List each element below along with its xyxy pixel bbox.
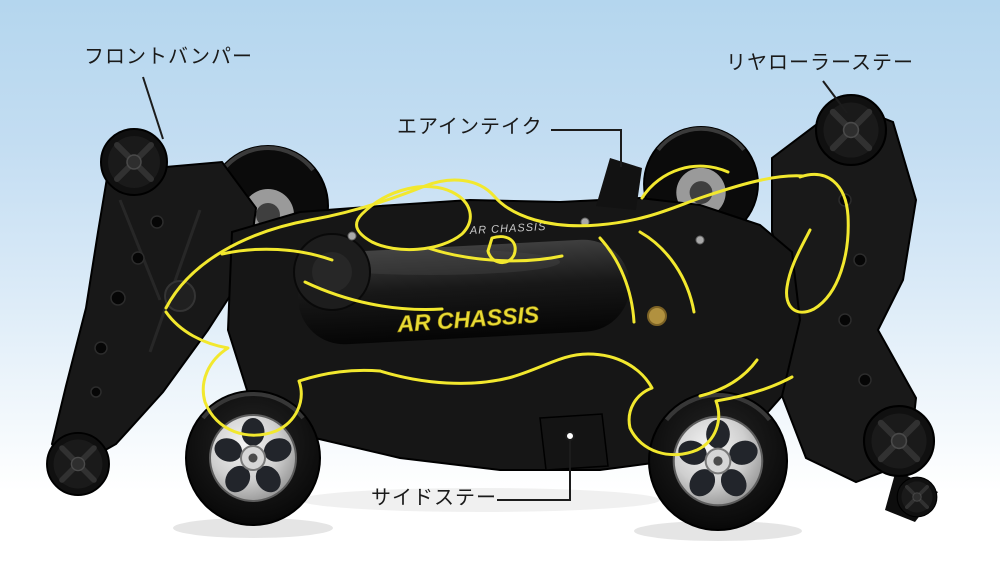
leader-lines bbox=[142, 76, 848, 501]
leader-side-stay-dot bbox=[565, 431, 575, 441]
rear-roller-stay-group bbox=[771, 95, 939, 522]
label-rear-roller-stay: リヤローラーステー bbox=[726, 52, 914, 74]
front-bumper-group bbox=[47, 129, 258, 495]
gear-brass bbox=[647, 306, 667, 326]
front-near-wheel bbox=[184, 389, 322, 527]
front-lower-roller bbox=[47, 433, 109, 495]
body-outline-sketch bbox=[164, 164, 850, 457]
rear-lower-roller bbox=[864, 406, 934, 476]
label-air-intake: エアインテイク bbox=[397, 116, 543, 138]
leader-rear-roller-stay bbox=[822, 80, 848, 114]
chassis-logo-small: AR CHASSIS bbox=[469, 221, 547, 237]
leader-side-stay bbox=[497, 438, 571, 501]
leader-air-intake bbox=[551, 129, 622, 167]
label-front-bumper: フロントバンパー bbox=[84, 46, 253, 68]
leader-front-bumper bbox=[142, 76, 164, 140]
rear-sub-roller bbox=[895, 475, 939, 519]
side-stay-tab bbox=[539, 413, 609, 471]
chassis-body: AR CHASSIS AR CHASSIS bbox=[226, 158, 802, 471]
air-intake-fin bbox=[596, 158, 642, 210]
rear-upper-roller bbox=[816, 95, 886, 165]
front-upper-roller bbox=[101, 129, 167, 195]
label-side-stay: サイドステー bbox=[371, 487, 497, 509]
